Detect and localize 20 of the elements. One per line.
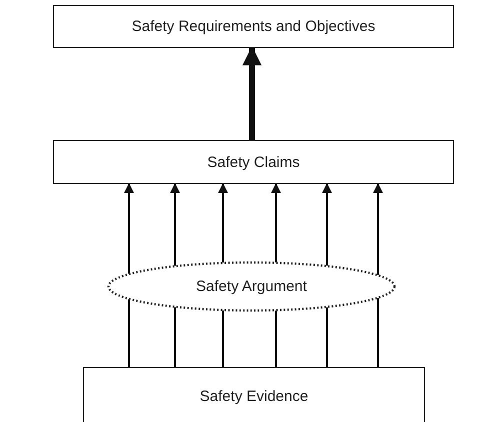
process-box	[53, 140, 454, 184]
arrow	[322, 183, 332, 266]
connector-line	[275, 310, 277, 367]
connector-line	[128, 299, 130, 367]
arrow	[170, 183, 180, 266]
node-label: Safety Claims	[207, 154, 300, 170]
arrow	[373, 183, 383, 275]
connector-line	[377, 298, 379, 367]
arrow	[218, 183, 228, 262]
arrow	[271, 183, 281, 262]
arrow	[242, 46, 262, 140]
arrow	[124, 183, 134, 274]
connector-line	[222, 310, 224, 367]
node-label: Safety Argument	[196, 278, 307, 295]
connector-line	[326, 307, 328, 367]
node-label: Safety Requirements and Objectives	[132, 18, 376, 35]
node-label: Safety Evidence	[200, 388, 308, 405]
process-box	[53, 5, 454, 48]
process-box	[83, 367, 425, 422]
connector-line	[174, 307, 176, 367]
